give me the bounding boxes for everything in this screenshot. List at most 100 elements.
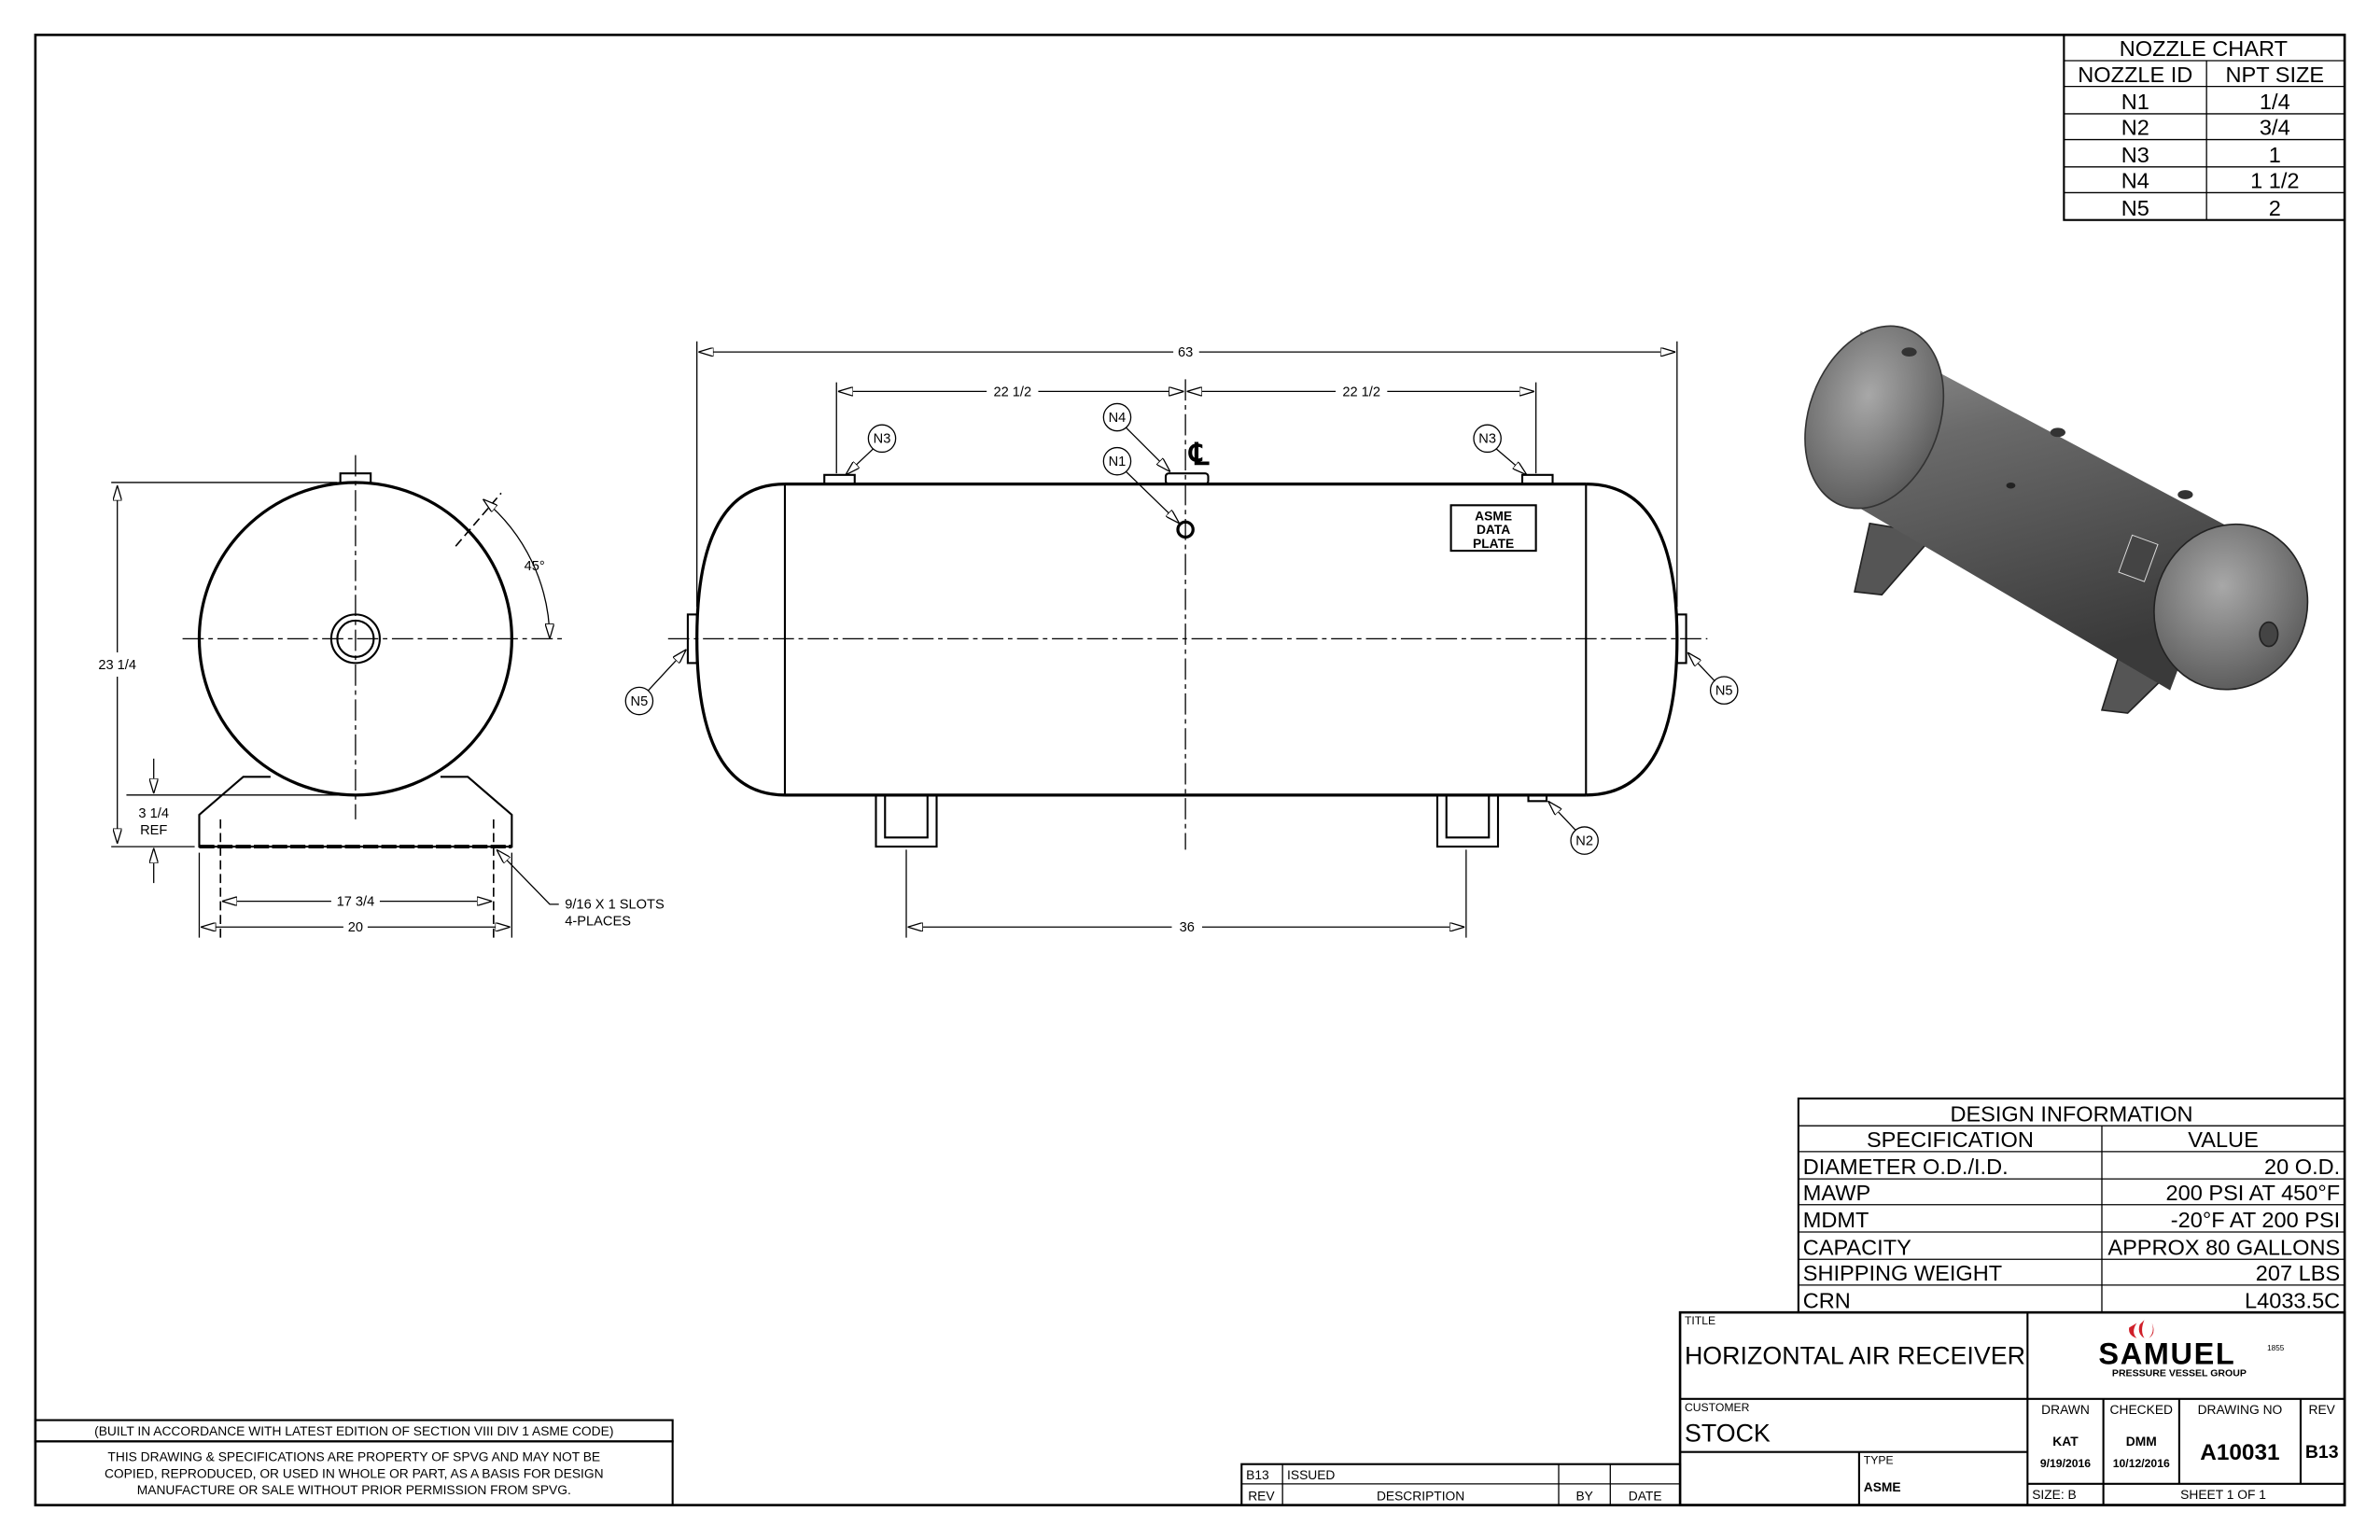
overall-length-dim: 63 bbox=[1178, 345, 1193, 360]
nozzle-size: 1 1/2 bbox=[2250, 169, 2299, 193]
svg-text:PRESSURE VESSEL GROUP: PRESSURE VESSEL GROUP bbox=[2112, 1367, 2247, 1379]
drawn-date: 9/19/2016 bbox=[2040, 1457, 2091, 1470]
rev: B13 bbox=[2305, 1442, 2339, 1463]
end-view: 45° 23 1/4 3 1/4 REF 17 3/4 20 9/16 X 1 … bbox=[98, 455, 665, 941]
value: APPROX 80 GALLONS bbox=[2107, 1235, 2340, 1259]
spec: CAPACITY bbox=[1803, 1235, 1911, 1259]
drawing-title: HORIZONTAL AIR RECEIVER bbox=[1685, 1341, 2025, 1369]
design-info-header-spec: SPECIFICATION bbox=[1867, 1127, 2034, 1152]
saddle-spacing-dim: 36 bbox=[1180, 920, 1195, 935]
property-note: COPIED, REPRODUCED, OR USED IN WHOLE OR … bbox=[105, 1465, 604, 1480]
spec: MDMT bbox=[1803, 1208, 1869, 1232]
svg-text:N1: N1 bbox=[1109, 455, 1127, 469]
offset-right-dim: 22 1/2 bbox=[1342, 385, 1380, 399]
rev-label: REV bbox=[2309, 1402, 2336, 1417]
drawn-by: KAT bbox=[2052, 1434, 2079, 1449]
design-info-header-value: VALUE bbox=[2188, 1127, 2259, 1152]
sheet-number: SHEET 1 OF 1 bbox=[2180, 1487, 2266, 1502]
nozzle-size: 2 bbox=[2269, 196, 2281, 220]
nozzle-id: N5 bbox=[2121, 196, 2149, 220]
svg-text:PLATE: PLATE bbox=[1473, 536, 1514, 551]
svg-text:ASME: ASME bbox=[1475, 509, 1512, 524]
rev-header-date: DATE bbox=[1629, 1489, 1662, 1504]
notes: (BUILT IN ACCORDANCE WITH LATEST EDITION… bbox=[34, 1419, 674, 1506]
slot-note: 9/16 X 1 SLOTS bbox=[565, 898, 665, 913]
nozzle-id: N2 bbox=[2121, 116, 2149, 140]
checked-date: 10/12/2016 bbox=[2113, 1457, 2170, 1470]
nozzle-chart-title: NOZZLE CHART bbox=[2120, 36, 2288, 61]
rev-header-description: DESCRIPTION bbox=[1377, 1489, 1464, 1504]
saddle-height-ref: REF bbox=[140, 823, 167, 838]
asme-data-plate: ASME DATA PLATE bbox=[1449, 504, 1537, 553]
height-dim: 23 1/4 bbox=[98, 658, 136, 673]
svg-text:N3: N3 bbox=[874, 432, 891, 447]
nozzle-size: 1/4 bbox=[2260, 90, 2290, 114]
spec: SHIPPING WEIGHT bbox=[1803, 1261, 2002, 1285]
property-note: MANUFACTURE OR SALE WITHOUT PRIOR PERMIS… bbox=[137, 1482, 571, 1497]
svg-text:SAMUEL: SAMUEL bbox=[2098, 1337, 2235, 1370]
svg-text:N3: N3 bbox=[1478, 432, 1496, 447]
title-label: TITLE bbox=[1685, 1314, 1715, 1327]
sheet-border bbox=[34, 34, 2346, 1506]
balloon-n5-left: N5 bbox=[624, 650, 686, 716]
svg-text:1855: 1855 bbox=[2267, 1344, 2285, 1352]
property-note: THIS DRAWING & SPECIFICATIONS ARE PROPER… bbox=[107, 1449, 600, 1463]
balloon-n5-right: N5 bbox=[1687, 652, 1739, 705]
design-info-title: DESIGN INFORMATION bbox=[1950, 1101, 2192, 1126]
value: 207 LBS bbox=[2256, 1261, 2340, 1285]
saddle-height-dim: 3 1/4 bbox=[138, 806, 169, 821]
nozzle-chart-header-size: NPT SIZE bbox=[2226, 63, 2325, 87]
rev-header-by: BY bbox=[1575, 1489, 1592, 1504]
svg-text:N4: N4 bbox=[1109, 411, 1127, 426]
revision-block: B13 ISSUED REV DESCRIPTION BY DATE bbox=[1240, 1463, 1682, 1506]
nozzle-size: 3/4 bbox=[2260, 116, 2290, 140]
samuel-logo: SAMUEL 1855 PRESSURE VESSEL GROUP bbox=[2098, 1320, 2285, 1379]
checked-label: CHECKED bbox=[2110, 1402, 2173, 1417]
rev-row-description: ISSUED bbox=[1287, 1467, 1335, 1482]
spec: MAWP bbox=[1803, 1181, 1870, 1205]
svg-text:N2: N2 bbox=[1575, 833, 1593, 848]
nozzle-chart: NOZZLE CHART NOZZLE ID NPT SIZE N1 1/4 N… bbox=[2063, 34, 2346, 221]
nozzle-id: N1 bbox=[2121, 90, 2149, 114]
title-block: TITLE HORIZONTAL AIR RECEIVER CUSTOMER S… bbox=[1678, 1310, 2346, 1506]
asme-code-note: (BUILT IN ACCORDANCE WITH LATEST EDITION… bbox=[94, 1423, 613, 1438]
sheet-size: SIZE: B bbox=[2032, 1487, 2077, 1502]
value: 200 PSI AT 450°F bbox=[2166, 1181, 2341, 1205]
rev-header-rev: REV bbox=[1248, 1489, 1275, 1504]
svg-text:N5: N5 bbox=[631, 694, 649, 709]
value: -20°F AT 200 PSI bbox=[2171, 1208, 2340, 1232]
offset-left-dim: 22 1/2 bbox=[993, 385, 1031, 399]
saddle-width-dim: 20 bbox=[348, 920, 363, 935]
svg-text:N5: N5 bbox=[1715, 684, 1733, 699]
side-view: 63 22 1/2 22 1/2 36 ℄ ASME DATA PLATE N3… bbox=[624, 341, 1739, 938]
centerline-symbol: ℄ bbox=[1187, 437, 1210, 470]
angle-dim: 45° bbox=[525, 559, 545, 574]
balloon-n4: N4 bbox=[1102, 402, 1170, 471]
nozzle-id: N4 bbox=[2121, 169, 2149, 193]
design-information-table: DESIGN INFORMATION SPECIFICATION VALUE D… bbox=[1797, 1097, 2346, 1314]
customer-label: CUSTOMER bbox=[1685, 1401, 1750, 1414]
customer: STOCK bbox=[1685, 1419, 1771, 1447]
value: 20 O.D. bbox=[2264, 1155, 2340, 1179]
type: ASME bbox=[1864, 1479, 1901, 1494]
svg-text:DATA: DATA bbox=[1477, 522, 1510, 537]
nozzle-id: N3 bbox=[2121, 143, 2149, 167]
balloon-n1: N1 bbox=[1102, 446, 1179, 524]
balloon-n3-left: N3 bbox=[846, 424, 897, 475]
checked-by: DMM bbox=[2126, 1434, 2157, 1449]
balloon-n2: N2 bbox=[1548, 801, 1599, 855]
spec: CRN bbox=[1803, 1288, 1851, 1312]
drawn-label: DRAWN bbox=[2041, 1402, 2090, 1417]
value: L4033.5C bbox=[2245, 1288, 2340, 1312]
rev-row-rev: B13 bbox=[1246, 1467, 1269, 1482]
nozzle-chart-header-id: NOZZLE ID bbox=[2078, 63, 2192, 87]
type-label: TYPE bbox=[1864, 1454, 1894, 1467]
slot-note-places: 4-PLACES bbox=[565, 915, 631, 930]
nozzle-size: 1 bbox=[2269, 143, 2281, 167]
drawing-no: A10031 bbox=[2200, 1440, 2279, 1465]
balloon-n3-right: N3 bbox=[1473, 424, 1527, 475]
slot-spacing-dim: 17 3/4 bbox=[337, 894, 375, 909]
spec: DIAMETER O.D./I.D. bbox=[1803, 1155, 2009, 1179]
isometric-view bbox=[1804, 325, 2309, 714]
